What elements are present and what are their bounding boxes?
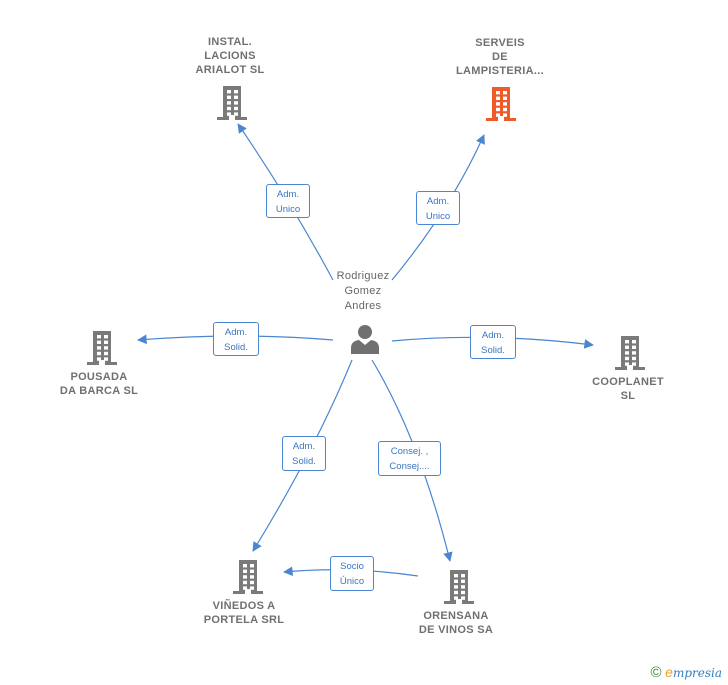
company-label-instal[interactable]: INSTAL. LACIONS ARIALOT SL: [195, 36, 265, 76]
edge-label-cooplanet[interactable]: Adm. Solid.: [470, 325, 516, 359]
building-icon-instal[interactable]: [217, 86, 247, 125]
person-icon[interactable]: [351, 325, 379, 354]
edge-label-serveis[interactable]: Adm. Unico: [416, 191, 460, 225]
brand-watermark: © empresia: [650, 664, 722, 681]
building-icon-cooplanet[interactable]: [615, 336, 645, 375]
edge-label-orensana-vinedos[interactable]: Socio Único: [330, 556, 374, 591]
edge-label-instal[interactable]: Adm. Unico: [266, 184, 310, 218]
edge-label-pousada[interactable]: Adm. Solid.: [213, 322, 259, 356]
company-label-orensana[interactable]: ORENSANA DE VINOS SA: [418, 610, 494, 636]
brand-name: mpresia: [672, 666, 722, 680]
person-label[interactable]: Rodriguez Gomez Andres: [336, 270, 390, 312]
company-label-cooplanet[interactable]: COOPLANET SL: [592, 376, 664, 402]
edge-label-orensana[interactable]: Consej. , Consej....: [378, 441, 441, 476]
building-icon-orensana[interactable]: [444, 570, 474, 609]
edge-label-vinedos[interactable]: Adm. Solid.: [282, 436, 326, 471]
building-icon-vinedos[interactable]: [233, 560, 263, 599]
brand-initial: e: [665, 664, 673, 680]
company-label-pousada[interactable]: POUSADA DA BARCA SL: [59, 371, 139, 397]
building-icon-pousada[interactable]: [87, 331, 117, 370]
building-icon-serveis[interactable]: [486, 87, 516, 126]
copyright-symbol: ©: [650, 664, 662, 681]
company-label-serveis[interactable]: SERVEIS DE LAMPISTERIA...: [456, 37, 544, 77]
company-label-vinedos[interactable]: VIÑEDOS A PORTELA SRL: [203, 600, 285, 626]
